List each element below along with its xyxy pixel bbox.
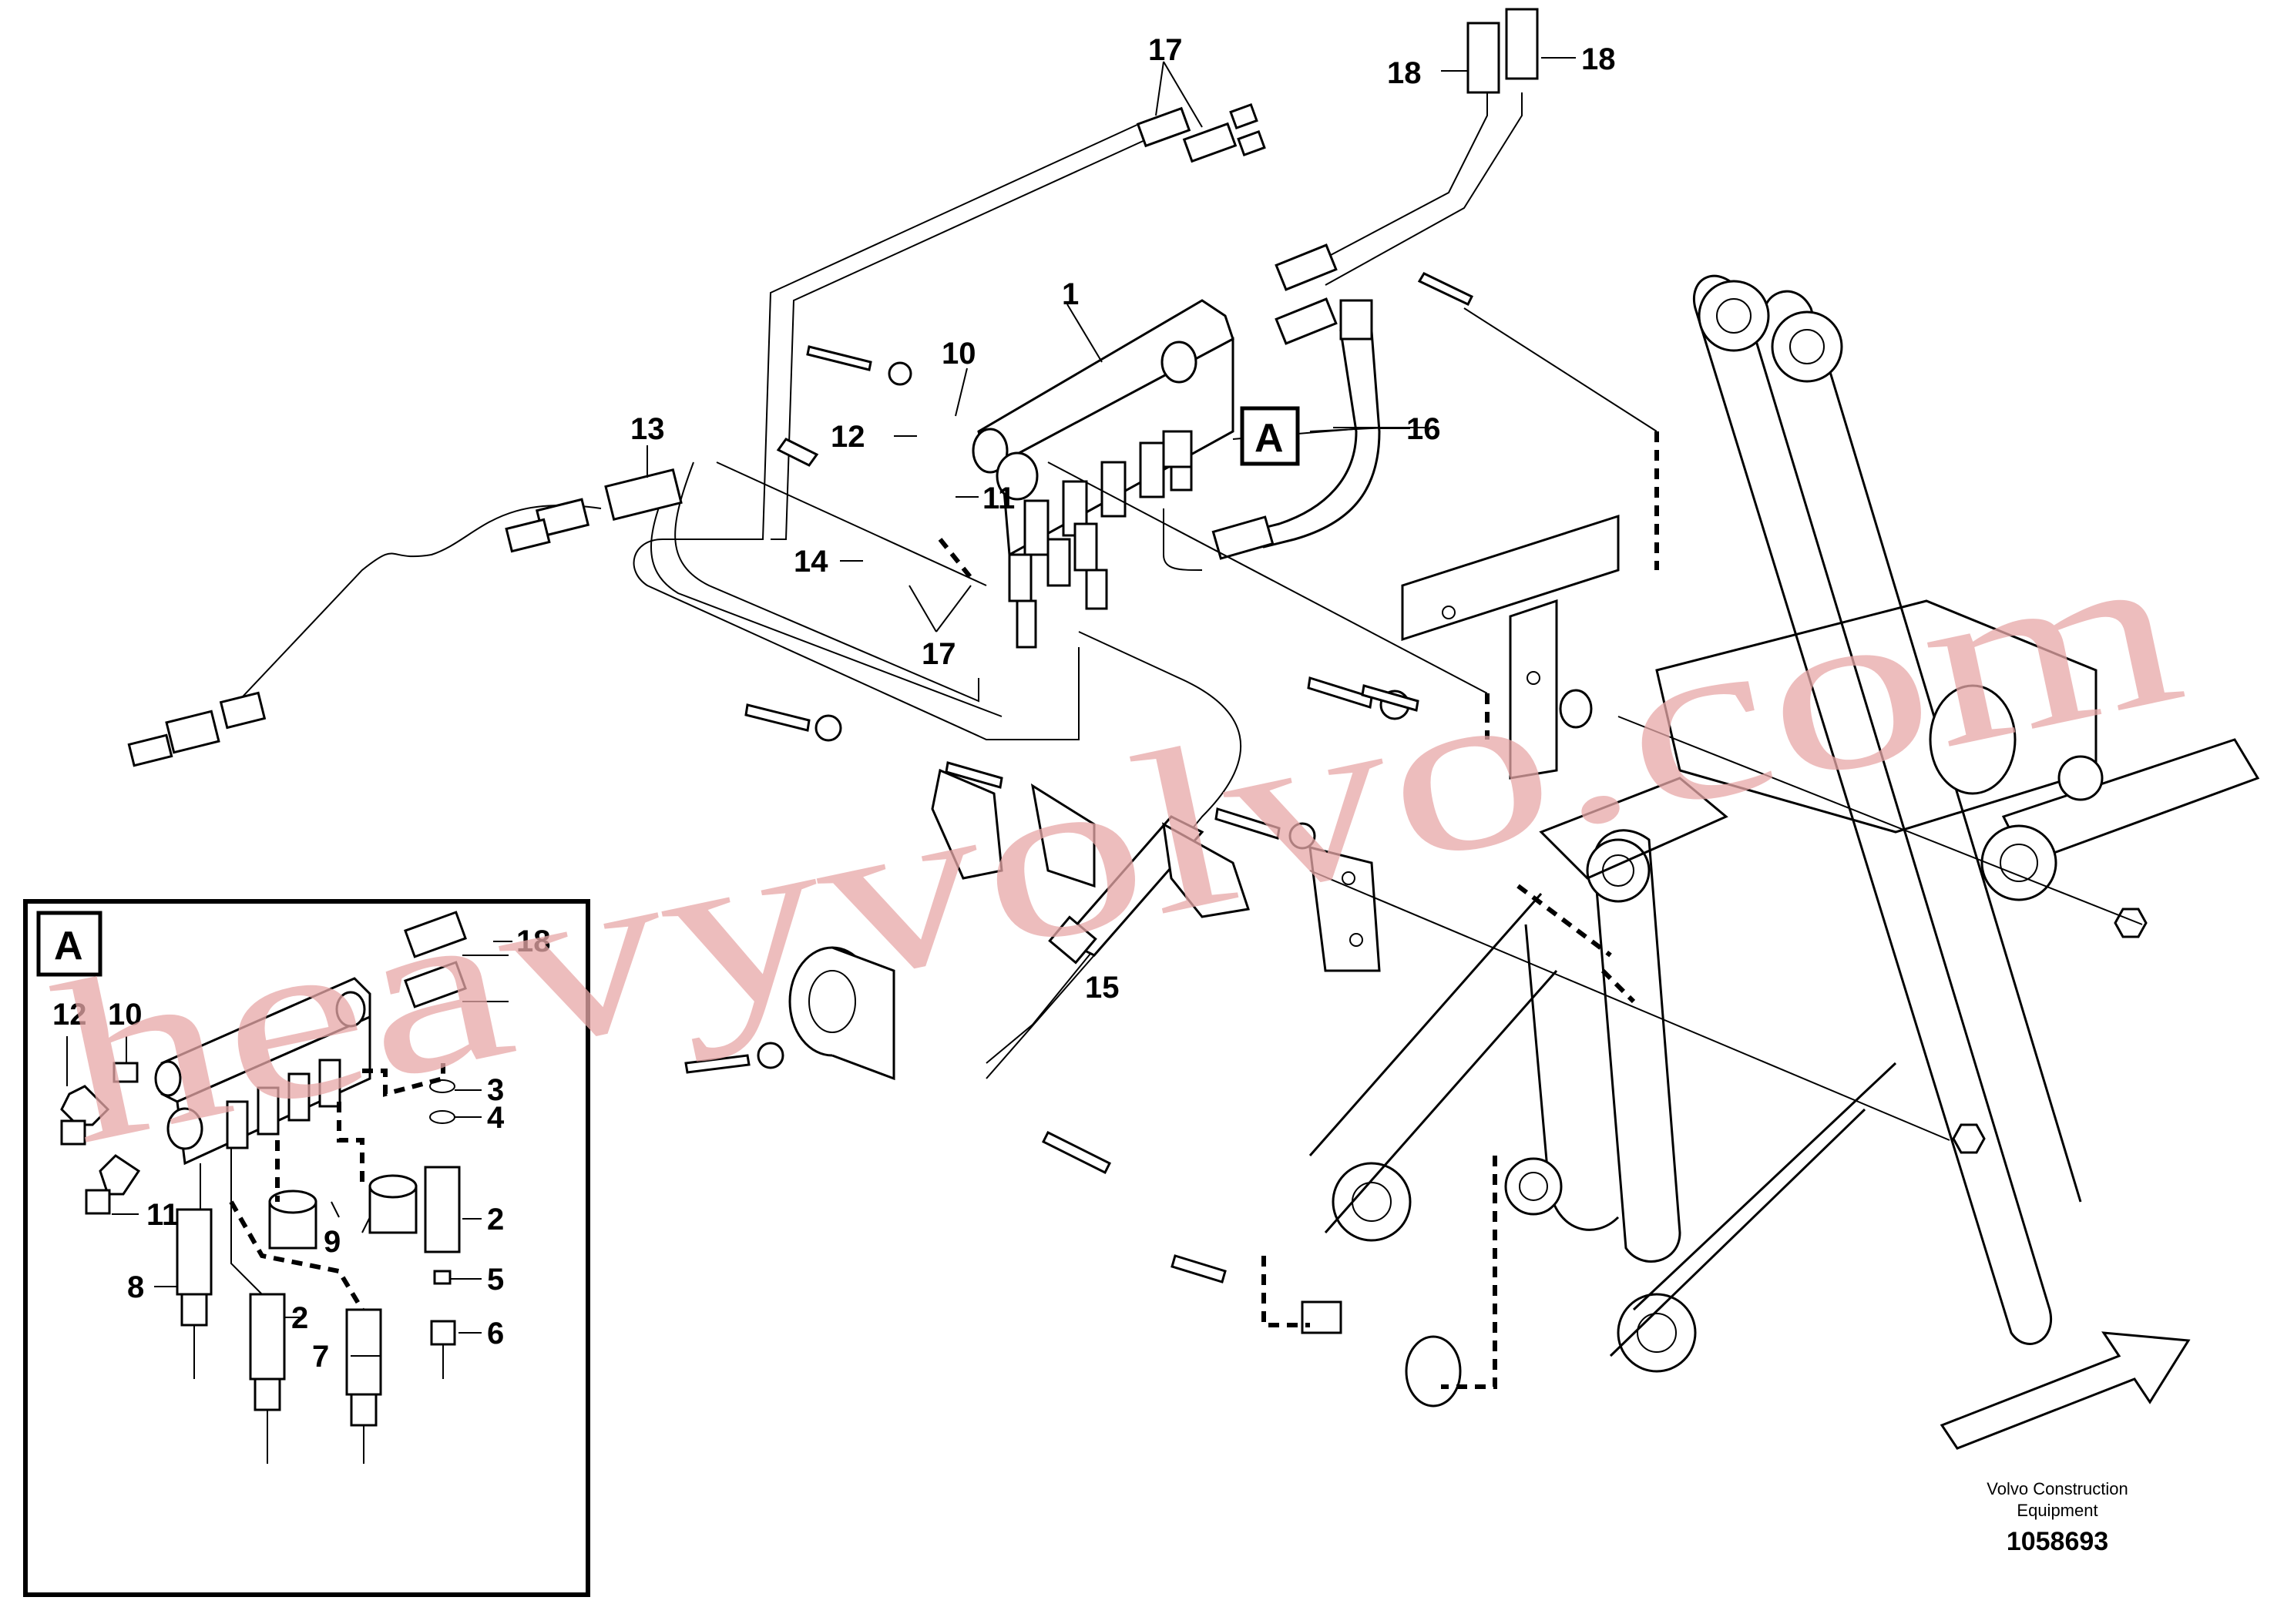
direction-arrow bbox=[1940, 1331, 2191, 1450]
detail-callouts: A 18 12 10 11 3 4 9 2 5 6 2 7 8 bbox=[52, 924, 551, 1374]
callout-labels: 17 18 18 1 10 12 11 13 14 17 16 15 A bbox=[630, 33, 1616, 1005]
brand-line-2: Equipment bbox=[2017, 1501, 2098, 1520]
view-a-marker bbox=[1240, 406, 1300, 466]
callout-15: 15 bbox=[1085, 971, 1120, 1005]
callout-10-main: 10 bbox=[942, 337, 976, 371]
callout-11-main: 11 bbox=[982, 481, 1015, 515]
detail-callout-2-mid: 2 bbox=[291, 1301, 308, 1335]
callout-1: 1 bbox=[1062, 277, 1079, 311]
detail-callout-12: 12 bbox=[52, 998, 87, 1032]
detail-callout-11: 11 bbox=[146, 1198, 179, 1232]
mounting-hardware bbox=[684, 272, 1620, 1408]
detail-callout-10: 10 bbox=[108, 998, 143, 1032]
callout-13: 13 bbox=[630, 412, 665, 446]
detail-callout-7: 7 bbox=[312, 1340, 329, 1374]
callout-18-right: 18 bbox=[1581, 42, 1616, 76]
hoses bbox=[127, 8, 1539, 1079]
detail-callout-4: 4 bbox=[487, 1101, 505, 1135]
detail-callout-18: 18 bbox=[516, 924, 551, 958]
detail-callout-3: 3 bbox=[487, 1073, 504, 1107]
detail-callout-2-right: 2 bbox=[487, 1203, 504, 1236]
detail-callout-5: 5 bbox=[487, 1263, 504, 1297]
detail-callout-8: 8 bbox=[127, 1270, 144, 1304]
brand-line-1: Volvo Construction bbox=[1987, 1479, 2128, 1498]
detail-callout-6: 6 bbox=[487, 1317, 504, 1351]
leader-lines bbox=[66, 57, 1576, 1357]
callout-18-left: 18 bbox=[1387, 56, 1422, 90]
watermark-text: heavyvolvo.com bbox=[37, 494, 2201, 1193]
detail-view-a bbox=[23, 899, 590, 1597]
detail-callout-9: 9 bbox=[324, 1225, 341, 1259]
footer: Volvo Construction Equipment 1058693 bbox=[1987, 1479, 2128, 1556]
callout-16: 16 bbox=[1406, 412, 1441, 446]
connection-lines bbox=[938, 307, 2143, 1389]
detail-view-label: A bbox=[54, 924, 83, 968]
callout-12-main: 12 bbox=[831, 420, 865, 454]
callout-17-top: 17 bbox=[1148, 33, 1183, 67]
view-a-marker-label: A bbox=[1254, 416, 1284, 461]
distribution-block bbox=[972, 299, 1234, 649]
callout-14: 14 bbox=[794, 545, 828, 579]
loader-arm bbox=[1308, 274, 2260, 1373]
callout-17-mid: 17 bbox=[922, 637, 956, 671]
drawing-number: 1058693 bbox=[2007, 1527, 2108, 1556]
